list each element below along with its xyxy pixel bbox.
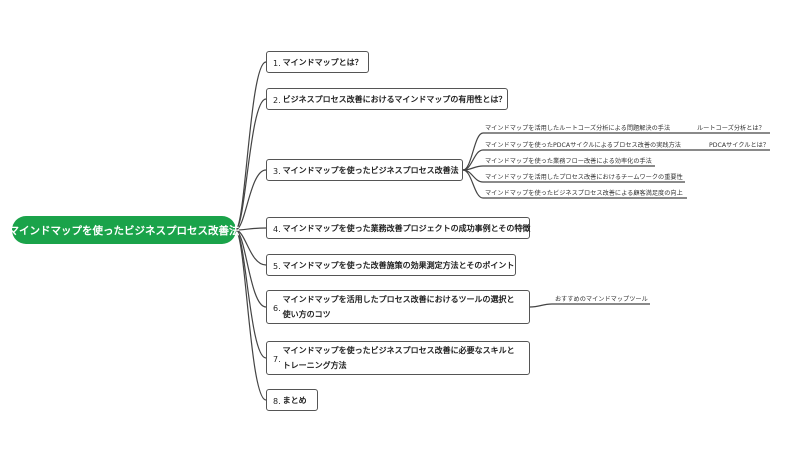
subtopic-label: PDCAサイクルとは？ (709, 142, 770, 149)
topic-number: 5. (273, 261, 281, 271)
subtopic-pdca-definition[interactable]: PDCAサイクルとは？ (709, 141, 769, 150)
root-connector-2 (235, 98, 267, 231)
topic-label: ビジネスプロセス改善におけるマインドマップの有用性とは？ (282, 94, 507, 104)
topic-label: マインドマップを使った業務改善プロジェクトの成功事例とその特徴 (282, 223, 531, 233)
root-connector-8 (235, 229, 267, 401)
topic-label: マインドマップを使ったビジネスプロセス改善に必要なスキルとトレーニング方法 (282, 346, 515, 370)
subtopic-label: マインドマップを使ったビジネスプロセス改善による顧客満足度の向上 (485, 190, 683, 197)
topic-number: 8. (273, 396, 281, 406)
topic-label: まとめ (282, 395, 307, 405)
subtopic-root-cause-analysis[interactable]: マインドマップを活用したルートコーズ分析による問題解決の手法 (485, 124, 670, 133)
root-topic-label: マインドマップを使ったビジネスプロセス改善法 (8, 224, 240, 237)
topic6-connector (529, 303, 553, 308)
root-connector-6 (235, 229, 267, 308)
topic-2[interactable]: 2. ビジネスプロセス改善におけるマインドマップの有用性とは？ (266, 88, 508, 110)
topic-number: 6. (273, 303, 281, 313)
subtopic-root-cause-definition[interactable]: ルートコーズ分析とは？ (697, 124, 765, 133)
topic-label: マインドマップを使ったビジネスプロセス改善法 (282, 165, 459, 175)
topic-number: 7. (273, 354, 281, 364)
subtopic-customer-satisfaction[interactable]: マインドマップを使ったビジネスプロセス改善による顧客満足度の向上 (485, 189, 683, 198)
topic3-connector-1 (462, 132, 484, 171)
topic-3[interactable]: 3. マインドマップを使ったビジネスプロセス改善法 (266, 159, 463, 181)
topic-number: 2. (273, 95, 281, 105)
root-connector-4 (235, 227, 267, 231)
topic-1[interactable]: 1. マインドマップとは？ (266, 51, 369, 73)
subtopic-label: おすすめのマインドマップツール (555, 296, 648, 303)
topic-8[interactable]: 8. まとめ (266, 389, 318, 411)
subtopic-label: マインドマップを使ったPDCAサイクルによるプロセス改善の実践方法 (485, 142, 681, 149)
topic-5[interactable]: 5. マインドマップを使った改善施策の効果測定方法とそのポイント (266, 254, 516, 276)
subtopic-pdca-practice[interactable]: マインドマップを使ったPDCAサイクルによるプロセス改善の実践方法 (485, 141, 681, 150)
topic-label: マインドマップとは？ (282, 57, 363, 67)
subtopic-teamwork[interactable]: マインドマップを活用したプロセス改善におけるチームワークの重要性 (485, 173, 683, 182)
root-connector-3 (235, 169, 267, 231)
topic3-connector-5 (462, 169, 484, 199)
topic-number: 3. (273, 166, 281, 176)
subtopic-workflow-efficiency[interactable]: マインドマップを使った業務フロー改善による効率化の手法 (485, 157, 652, 166)
subtopic-label: ルートコーズ分析とは？ (697, 125, 765, 132)
topic-4[interactable]: 4. マインドマップを使った業務改善プロジェクトの成功事例とその特徴 (266, 217, 530, 239)
topic-number: 1. (273, 58, 281, 68)
topic-label: マインドマップを活用したプロセス改善におけるツールの選択と使い方のコツ (282, 295, 515, 319)
topic-label: マインドマップを使った改善施策の効果測定方法とそのポイント (282, 260, 515, 270)
subtopic-label: マインドマップを活用したプロセス改善におけるチームワークの重要性 (485, 174, 683, 181)
subtopic-label: マインドマップを使った業務フロー改善による効率化の手法 (485, 158, 652, 165)
topic-number: 4. (273, 224, 281, 234)
subtopic-label: マインドマップを活用したルートコーズ分析による問題解決の手法 (485, 125, 671, 132)
root-topic[interactable]: マインドマップを使ったビジネスプロセス改善法 (9, 216, 240, 244)
subtopic-recommended-tools[interactable]: おすすめのマインドマップツール (555, 295, 648, 304)
root-connector-1 (235, 61, 267, 231)
topic-7[interactable]: 7. マインドマップを使ったビジネスプロセス改善に必要なスキルとトレーニング方法 (266, 341, 530, 375)
topic-6[interactable]: 6. マインドマップを活用したプロセス改善におけるツールの選択と使い方のコツ (266, 290, 530, 324)
